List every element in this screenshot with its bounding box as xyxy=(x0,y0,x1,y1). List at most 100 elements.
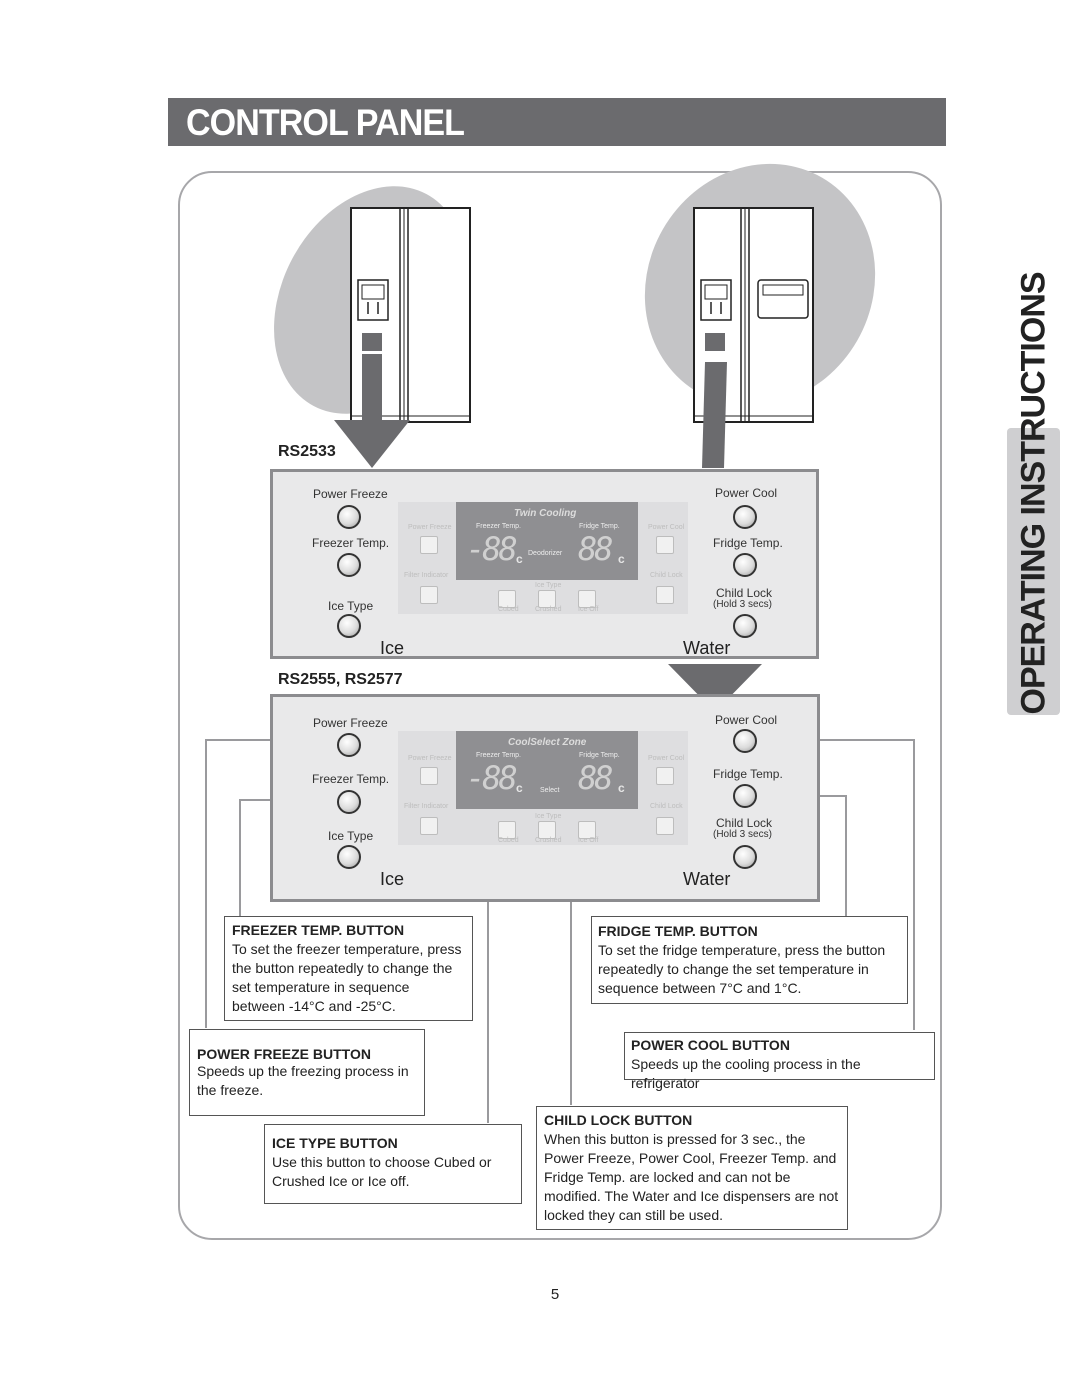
display-center-label: Deodorizer xyxy=(528,550,563,557)
display-title: CoolSelect Zone xyxy=(508,737,587,748)
child-lock-button[interactable] xyxy=(733,845,757,869)
display-filter-indicator: Filter Indicator xyxy=(404,803,449,810)
water-label: Water xyxy=(683,869,731,889)
freezer-temp-unit: c xyxy=(516,781,523,795)
display-freezer-temp: Freezer Temp. xyxy=(476,752,521,759)
power-cool-button[interactable] xyxy=(733,505,757,529)
filter-icon xyxy=(420,817,438,835)
label-power-freeze: Power Freeze xyxy=(313,487,388,501)
fridge-temp-button[interactable] xyxy=(733,784,757,808)
water-drop-icon xyxy=(656,767,674,785)
content-frame xyxy=(178,171,942,1240)
callout-fridge-temp-title: FRIDGE TEMP. BUTTON xyxy=(598,923,758,939)
display-ice-off: Ice Off xyxy=(578,837,599,844)
callout-child-lock: CHILD LOCK BUTTON When this button is pr… xyxy=(536,1106,848,1230)
cubed-ice-icon xyxy=(498,590,516,608)
callout-ice-type-title: ICE TYPE BUTTON xyxy=(272,1135,398,1151)
display-crushed: Crushed xyxy=(535,837,562,844)
snowflake-icon xyxy=(420,536,438,554)
callout-power-cool-title: POWER COOL BUTTON xyxy=(631,1037,790,1053)
crushed-ice-icon xyxy=(538,821,556,839)
display-freezer-temp: Freezer Temp. xyxy=(476,523,521,530)
display-child-lock: Child Lock xyxy=(650,803,683,810)
display-filter-indicator: Filter Indicator xyxy=(404,572,449,579)
filter-icon xyxy=(420,586,438,604)
display-power-freeze: Power Freeze xyxy=(408,755,452,762)
freezer-temp-digits: -88 xyxy=(466,759,518,797)
display-fridge-temp: Fridge Temp. xyxy=(579,523,620,530)
arrow-down-right-icon xyxy=(668,333,762,712)
label-freezer-temp: Freezer Temp. xyxy=(312,536,390,550)
display-title: Twin Cooling xyxy=(514,508,577,519)
callout-fridge-temp-desc: To set the fridge temperature, press the… xyxy=(598,942,886,996)
label-hold: (Hold 3 secs) xyxy=(713,599,772,610)
label-fridge-temp: Fridge Temp. xyxy=(713,767,783,781)
callout-child-lock-desc: When this button is pressed for 3 sec., … xyxy=(544,1131,839,1223)
section-tab: OPERATING INSTRUCTIONS xyxy=(1007,272,1060,715)
ice-type-button[interactable] xyxy=(337,845,361,869)
freezer-temp-button[interactable] xyxy=(337,553,361,577)
label-hold: (Hold 3 secs) xyxy=(713,829,772,840)
callout-freezer-temp-title: FREEZER TEMP. BUTTON xyxy=(232,922,405,938)
page-number: 5 xyxy=(550,1286,560,1303)
cubed-ice-icon xyxy=(498,821,516,839)
display-power-cool: Power Cool xyxy=(648,755,685,762)
display-fridge-temp: Fridge Temp. xyxy=(579,752,620,759)
callout-power-freeze-title: POWER FREEZE BUTTON xyxy=(197,1046,371,1062)
label-power-cool: Power Cool xyxy=(715,486,778,500)
display-panel: Power Freeze Filter Indicator Power Cool… xyxy=(398,731,688,845)
power-freeze-button[interactable] xyxy=(337,505,361,529)
ice-off-icon xyxy=(578,590,596,608)
power-cool-button[interactable] xyxy=(733,729,757,753)
callout-power-freeze-desc: Speeds up the freezing process in the fr… xyxy=(197,1063,409,1098)
display-center-label: Select xyxy=(540,787,560,794)
label-freezer-temp: Freezer Temp. xyxy=(312,772,390,786)
model-label-rs2533: RS2533 xyxy=(278,443,336,460)
label-power-cool: Power Cool xyxy=(715,713,778,727)
page-title: CONTROL PANEL xyxy=(186,102,465,143)
fridge-temp-digits: 88 xyxy=(578,759,613,797)
ice-label: Ice xyxy=(380,638,405,658)
callout-freezer-temp: FREEZER TEMP. BUTTON To set the freezer … xyxy=(224,916,473,1021)
label-power-freeze: Power Freeze xyxy=(313,716,388,730)
child-lock-button[interactable] xyxy=(733,614,757,638)
snowflake-icon xyxy=(420,767,438,785)
freezer-temp-unit: c xyxy=(516,552,523,566)
callout-power-cool: POWER COOL BUTTON Speeds up the cooling … xyxy=(624,1032,935,1091)
display-power-cool: Power Cool xyxy=(648,524,685,531)
fridge-temp-unit: c xyxy=(618,781,625,795)
ice-label: Ice xyxy=(380,869,405,889)
lock-icon xyxy=(656,586,674,604)
fridge-temp-button[interactable] xyxy=(733,553,757,577)
label-ice-type: Ice Type xyxy=(328,829,374,843)
label-ice-type: Ice Type xyxy=(328,599,374,613)
callout-power-freeze: POWER FREEZE BUTTON Speeds up the freezi… xyxy=(189,1029,425,1116)
display-panel: Power Freeze Filter Indicator Power Cool… xyxy=(398,502,688,614)
display-cubed: Cubed xyxy=(498,837,519,844)
fridge-temp-digits: 88 xyxy=(578,530,613,568)
label-fridge-temp: Fridge Temp. xyxy=(713,536,783,550)
control-panel-rs2555: Power Freeze Freezer Temp. Ice Type Ice … xyxy=(270,694,820,902)
crushed-ice-icon xyxy=(538,590,556,608)
ice-type-button[interactable] xyxy=(337,614,361,638)
control-panel-rs2533: Power Freeze Freezer Temp. Ice Type Ice … xyxy=(270,469,819,659)
water-label: Water xyxy=(683,638,731,658)
display-crushed: Crushed xyxy=(535,606,562,613)
temperature-display: Twin Cooling Freezer Temp. Fridge Temp. … xyxy=(456,502,638,580)
fridge-temp-unit: c xyxy=(618,552,625,566)
display-ice-type: Ice Type xyxy=(535,813,562,820)
label-child-lock: Child Lock xyxy=(716,586,773,600)
water-drop-icon xyxy=(656,536,674,554)
callout-child-lock-title: CHILD LOCK BUTTON xyxy=(544,1112,693,1128)
label-child-lock: Child Lock xyxy=(716,816,773,830)
callout-fridge-temp: FRIDGE TEMP. BUTTON To set the fridge te… xyxy=(591,916,908,1004)
display-cubed: Cubed xyxy=(498,606,519,613)
display-child-lock: Child Lock xyxy=(650,572,683,579)
callout-power-cool-desc: Speeds up the cooling process in the ref… xyxy=(631,1056,861,1091)
display-power-freeze: Power Freeze xyxy=(408,524,452,531)
power-freeze-button[interactable] xyxy=(337,733,361,757)
callout-ice-type-desc: Use this button to choose Cubed or Crush… xyxy=(272,1154,492,1189)
freezer-temp-button[interactable] xyxy=(337,790,361,814)
header-bar: CONTROL PANEL xyxy=(168,98,946,146)
